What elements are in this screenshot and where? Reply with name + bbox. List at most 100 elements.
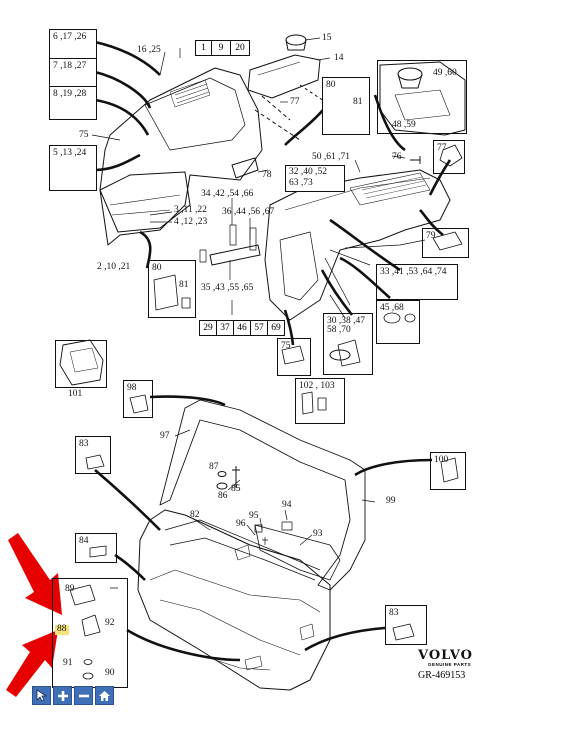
callout-45-68: 45 ,68 bbox=[380, 303, 404, 313]
pointer-button[interactable] bbox=[32, 686, 51, 705]
home-icon bbox=[99, 690, 110, 701]
callout-80-upper: 80 bbox=[326, 80, 336, 90]
callout-77-box: 77 bbox=[437, 143, 447, 153]
callout-96: 96 bbox=[236, 519, 246, 529]
callout-box-80-81-upper: 80 81 bbox=[322, 77, 370, 135]
highlight-arrow-upper bbox=[8, 533, 62, 615]
callout-box-84: 84 bbox=[75, 533, 117, 563]
callout-58-70: 58 ,70 bbox=[327, 325, 351, 335]
right-side-trim-panel bbox=[264, 169, 451, 321]
callout-6-17-26: 6 ,17 ,26 bbox=[53, 32, 87, 42]
callout-box-33-41: 33 ,41 ,53 ,64 ,74 bbox=[376, 264, 458, 300]
callout-99: 99 bbox=[386, 496, 396, 506]
brand-logo: VOLVO bbox=[418, 648, 473, 663]
diagram-reference: GR-469153 bbox=[418, 670, 466, 681]
callout-box-8-19-28: 8 ,19 ,28 bbox=[49, 86, 97, 120]
callout-89: 89 bbox=[65, 584, 75, 594]
callout-box-77: 77 bbox=[433, 140, 465, 174]
callout-16-25: 16 ,25 bbox=[137, 45, 161, 55]
callout-48-59: 48 ,59 bbox=[392, 120, 416, 130]
callout-69: 69 bbox=[267, 320, 285, 336]
callout-93: 93 bbox=[313, 529, 323, 539]
callout-36-44: 36 ,44 ,56 ,67 bbox=[222, 207, 275, 217]
callout-88: 88 bbox=[55, 624, 69, 635]
callout-81-lower: 81 bbox=[179, 280, 189, 290]
callout-box-79: 79 bbox=[422, 228, 469, 258]
callout-86: 86 bbox=[218, 491, 228, 501]
callout-box-6-17-26: 6 ,17 ,26 bbox=[49, 29, 97, 59]
callout-46: 46 bbox=[233, 320, 251, 336]
callout-box-98: 98 bbox=[123, 380, 153, 418]
callout-83-lower: 83 bbox=[389, 608, 399, 618]
callout-33-41: 33 ,41 ,53 ,64 ,74 bbox=[380, 267, 447, 277]
callout-box-88-92: 89 92 88 91 90 bbox=[52, 578, 128, 688]
left-side-trim-panel bbox=[99, 67, 263, 246]
callout-box-83-upper: 83 bbox=[75, 436, 111, 474]
callout-box-102-103: 102 , 103 bbox=[295, 378, 345, 424]
tailgate-panel-82 bbox=[137, 509, 331, 691]
upper-tray-14 bbox=[247, 54, 321, 99]
callout-box-101 bbox=[55, 340, 107, 388]
callout-29: 29 bbox=[199, 320, 217, 336]
callout-box-7-18-27: 7 ,18 ,27 bbox=[49, 58, 97, 87]
callout-box-49-60: 49 ,60 48 ,59 bbox=[377, 60, 467, 134]
callout-box-32-40-52: 32 ,40 ,52 63 ,73 bbox=[285, 165, 345, 192]
callout-102-103: 102 , 103 bbox=[299, 381, 335, 391]
callout-83-upper: 83 bbox=[79, 439, 89, 449]
zoom-out-button[interactable] bbox=[74, 686, 93, 705]
callout-98: 98 bbox=[127, 383, 137, 393]
tailgate-frame-97 bbox=[159, 399, 366, 591]
callout-box-5-13-24: 5 ,13 ,24 bbox=[49, 145, 97, 191]
home-button[interactable] bbox=[95, 686, 114, 705]
callout-5-13-24: 5 ,13 ,24 bbox=[53, 148, 87, 158]
callout-77-upper: 77 bbox=[290, 97, 300, 107]
callout-box-100: 100 bbox=[430, 452, 466, 490]
callout-box-80-81-lower: 80 81 bbox=[148, 260, 196, 318]
callout-4-12-23: 4 ,12 ,23 bbox=[174, 217, 208, 227]
callout-76: 76 bbox=[392, 152, 402, 162]
callout-80-lower: 80 bbox=[152, 263, 162, 273]
callout-101: 101 bbox=[68, 389, 83, 399]
callout-78: 78 bbox=[262, 170, 272, 180]
callout-3-11-22: 3 ,11 ,22 bbox=[174, 205, 207, 215]
callout-82: 82 bbox=[190, 510, 200, 520]
callout-50-61-71: 50 ,61 ,71 bbox=[312, 152, 350, 162]
plus-icon bbox=[57, 690, 68, 701]
callout-box-45-68: 45 ,68 bbox=[376, 300, 420, 344]
callout-94: 94 bbox=[282, 500, 292, 510]
callout-37: 37 bbox=[216, 320, 234, 336]
callout-91: 91 bbox=[63, 658, 73, 668]
brand-subtitle: GENUINE PARTS bbox=[428, 662, 472, 667]
viewer-toolbar bbox=[32, 686, 114, 705]
callout-63-73: 63 ,73 bbox=[289, 178, 313, 188]
cup-15 bbox=[285, 34, 307, 46]
callout-box-30-38: 30 ,38 ,47 58 ,70 bbox=[323, 313, 373, 375]
callout-92: 92 bbox=[105, 618, 115, 628]
callout-box-1-9-20: 1 9 20 bbox=[195, 40, 250, 56]
highlight-arrow-lower bbox=[6, 630, 58, 697]
callout-87: 87 bbox=[209, 462, 219, 472]
callout-34-42: 34 ,42 ,54 ,66 bbox=[201, 189, 254, 199]
callout-box-75: 75 bbox=[277, 338, 311, 376]
callout-7-18-27: 7 ,18 ,27 bbox=[53, 61, 87, 71]
callout-box-29-69: 29 37 46 57 69 bbox=[199, 320, 285, 336]
callout-90: 90 bbox=[105, 668, 115, 678]
callout-15: 15 bbox=[322, 33, 332, 43]
callout-14: 14 bbox=[334, 53, 344, 63]
callout-49-60: 49 ,60 bbox=[433, 68, 457, 78]
callout-75-box: 75 bbox=[281, 341, 291, 351]
callout-20: 20 bbox=[230, 40, 250, 56]
callout-97: 97 bbox=[160, 431, 170, 441]
zoom-in-button[interactable] bbox=[53, 686, 72, 705]
callout-35-43: 35 ,43 ,55 ,65 bbox=[201, 283, 254, 293]
upper-trim-93 bbox=[254, 524, 341, 581]
callout-85: 85 bbox=[231, 484, 241, 494]
callout-75-upper: 75 bbox=[79, 130, 89, 140]
cursor-icon bbox=[36, 689, 47, 702]
callout-2-10-21: 2 ,10 ,21 bbox=[97, 262, 131, 272]
callout-32-40-52: 32 ,40 ,52 bbox=[289, 167, 327, 177]
callout-79: 79 bbox=[426, 231, 436, 241]
callout-57: 57 bbox=[250, 320, 268, 336]
callout-84: 84 bbox=[79, 536, 89, 546]
